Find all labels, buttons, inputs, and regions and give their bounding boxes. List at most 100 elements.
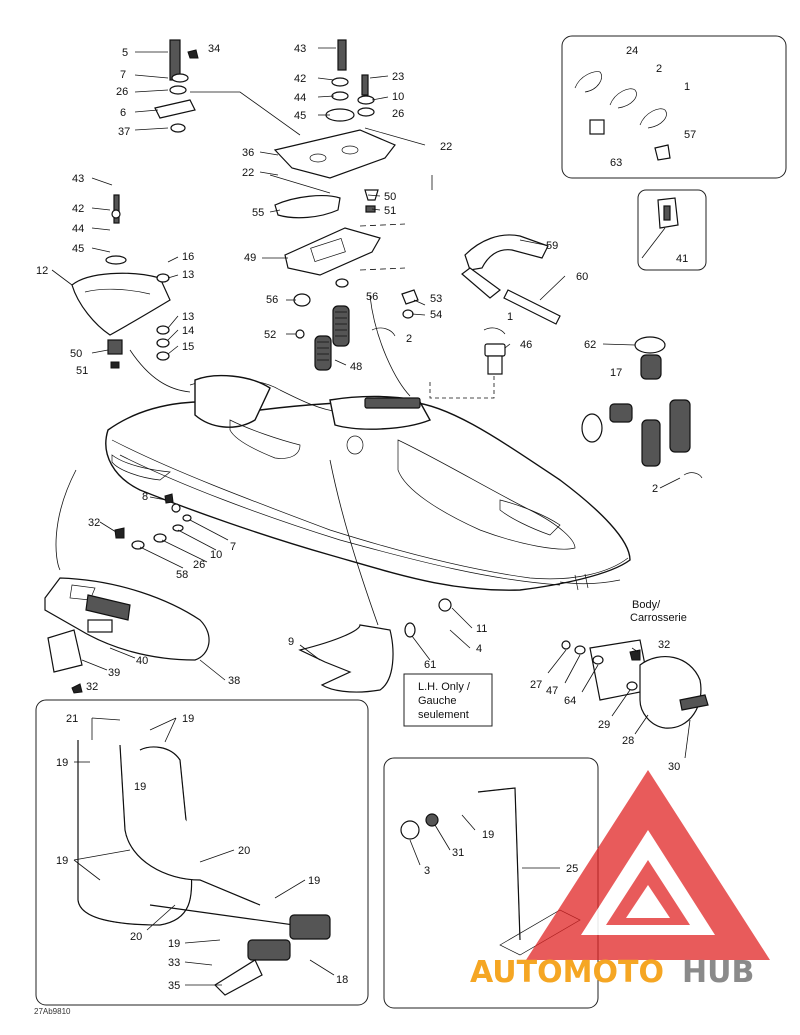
part-label-13a: 13 (182, 269, 194, 281)
watermark-logo (526, 770, 770, 960)
lh-only-line2: Gauche (418, 695, 457, 707)
part-label-17: 17 (610, 367, 622, 379)
part-label-9: 9 (288, 636, 294, 648)
part-label-56a: 56 (266, 294, 278, 306)
part-label-3: 3 (424, 865, 430, 877)
part-label-20b: 20 (130, 931, 142, 943)
part-label-50a: 50 (384, 191, 396, 203)
clip-items (574, 71, 679, 229)
rear-handle (71, 194, 171, 369)
part-label-28: 28 (622, 735, 634, 747)
part-label-62: 62 (584, 339, 596, 351)
tubing-lines (77, 740, 331, 996)
lh-only-line3: seulement (418, 709, 469, 721)
part-label-31: 31 (452, 847, 464, 859)
part-label-2a: 2 (406, 333, 412, 345)
springs (314, 305, 350, 371)
lh-only-box (403, 673, 493, 727)
part-label-22a: 22 (440, 141, 452, 153)
handle-bars (461, 234, 561, 325)
part-label-59: 59 (546, 240, 558, 252)
part-label-7b: 7 (230, 541, 236, 553)
part-label-26: 26 (116, 86, 128, 98)
body-label-fr: Carrosserie (630, 612, 687, 624)
group-box-clips (561, 35, 787, 179)
part-label-19c: 19 (134, 781, 146, 793)
part-label-19b: 19 (56, 757, 68, 769)
fin-9 (298, 598, 452, 693)
part-label-11: 11 (476, 623, 487, 635)
part-label-5: 5 (122, 47, 128, 59)
part-label-51a: 51 (384, 205, 396, 217)
side-cover-28 (589, 639, 709, 729)
drawing-code: 27Ab9810 (34, 1007, 71, 1016)
part-label-43b: 43 (72, 173, 84, 185)
lh-only-line1: L.H. Only / (418, 681, 471, 693)
part-label-33: 33 (168, 957, 180, 969)
part-label-25: 25 (566, 863, 578, 875)
part-label-27: 27 (530, 679, 542, 691)
part-label-54: 54 (430, 309, 442, 321)
group-box-tubing (35, 699, 369, 1006)
part-label-19d: 19 (56, 855, 68, 867)
part-label-15: 15 (182, 341, 194, 353)
part-label-14: 14 (182, 325, 194, 337)
part-label-16: 16 (182, 251, 194, 263)
part-label-1b: 1 (507, 311, 513, 323)
part-label-1a: 1 (684, 81, 690, 93)
part-label-56b: 56 (366, 291, 378, 303)
part-label-47: 47 (546, 685, 558, 697)
part-label-8: 8 (142, 491, 148, 503)
hatch-parts (269, 127, 433, 276)
part-label-61: 61 (424, 659, 436, 671)
part-label-32a: 32 (88, 517, 100, 529)
part-label-63: 63 (610, 157, 622, 169)
part-label-34: 34 (208, 43, 220, 55)
leader-lines (51, 47, 691, 986)
part-label-64: 64 (564, 695, 576, 707)
part-label-38: 38 (228, 675, 240, 687)
part-label-57: 57 (684, 129, 696, 141)
part-label-30: 30 (668, 761, 680, 773)
part-label-42b: 42 (72, 203, 84, 215)
part-label-32c: 32 (658, 639, 670, 651)
part-label-49: 49 (244, 252, 256, 264)
body-label-en: Body/ (632, 599, 661, 611)
part-label-19g: 19 (482, 829, 494, 841)
part-label-10a: 10 (392, 91, 404, 103)
fitting-46 (429, 343, 506, 399)
part-label-60: 60 (576, 271, 588, 283)
hardware-items (71, 39, 703, 694)
part-label-39: 39 (108, 667, 120, 679)
part-label-45a: 45 (294, 110, 306, 122)
part-label-12: 12 (36, 265, 48, 277)
part-label-43a: 43 (294, 43, 306, 55)
part-label-45b: 45 (72, 243, 84, 255)
part-label-36: 36 (242, 147, 254, 159)
part-label-7: 7 (120, 69, 126, 81)
hull-illustration (105, 374, 631, 591)
part-label-32b: 32 (86, 681, 98, 693)
part-label-50b: 50 (70, 348, 82, 360)
part-label-55: 55 (252, 207, 264, 219)
part-label-19f: 19 (168, 938, 180, 950)
part-label-13b: 13 (182, 311, 194, 323)
part-label-41: 41 (676, 253, 688, 265)
side-panel (44, 577, 210, 673)
part-label-29: 29 (598, 719, 610, 731)
springs-right (581, 336, 691, 467)
part-label-52: 52 (264, 329, 276, 341)
part-label-24: 24 (626, 45, 638, 57)
part-label-35: 35 (168, 980, 180, 992)
part-label-48: 48 (350, 361, 362, 373)
part-label-37: 37 (118, 126, 130, 138)
part-label-23: 23 (392, 71, 404, 83)
part-number-labels: 5 34 7 26 6 37 43 42 44 45 23 10 26 22 3… (36, 43, 696, 992)
part-label-53: 53 (430, 293, 442, 305)
part-label-46: 46 (520, 339, 532, 351)
part-label-40: 40 (136, 655, 148, 667)
part-label-2c: 2 (652, 483, 658, 495)
part-label-26c: 26 (193, 559, 205, 571)
part-label-51b: 51 (76, 365, 88, 377)
